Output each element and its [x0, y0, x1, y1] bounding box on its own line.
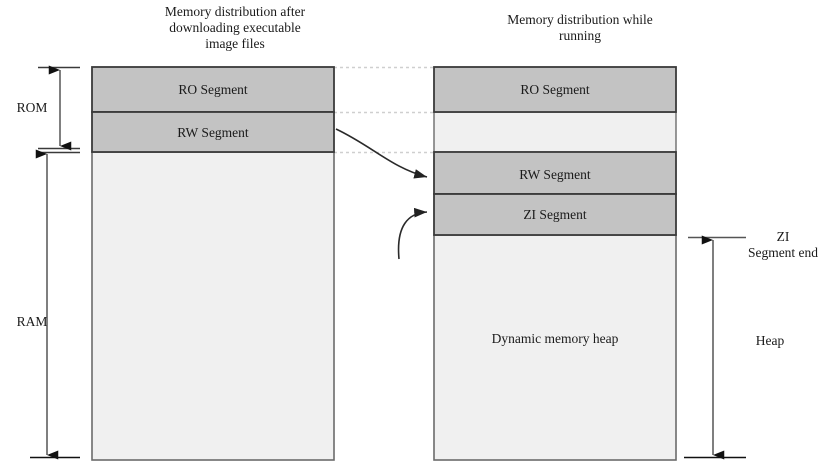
right-ro-segment	[433, 66, 677, 113]
downloaded-image-map	[91, 66, 335, 461]
right-zi-segment-label: ZI Segment	[523, 207, 587, 222]
left-ro-segment	[91, 66, 335, 113]
alignment-dotted-lines	[334, 66, 434, 154]
zi-segment-end-label: ZI Segment end	[747, 229, 819, 260]
rom-measure	[38, 65, 80, 151]
runtime-memory-map	[433, 66, 677, 461]
right-rw-segment	[433, 151, 677, 195]
rw-relocation-arrow	[335, 128, 428, 179]
right-heap-region	[433, 234, 677, 461]
heap-measure-label: Heap	[755, 333, 785, 348]
right-rw-segment-label: RW Segment	[519, 167, 591, 182]
left-column-caption: Memory distribution after downloading ex…	[164, 4, 306, 51]
right-heap-label: Dynamic memory heap	[491, 331, 619, 346]
left-empty-region	[91, 151, 335, 461]
left-rw-segment	[91, 111, 335, 153]
right-zi-segment	[433, 193, 677, 236]
right-column-caption: Memory distribution while running	[507, 12, 653, 43]
left-ro-segment-label: RO Segment	[178, 82, 248, 97]
zi-creation-arrow	[397, 207, 428, 260]
right-ro-segment-label: RO Segment	[520, 82, 590, 97]
ram-measure-label: RAM	[16, 314, 48, 329]
ram-measure	[30, 149, 80, 460]
heap-measure	[684, 235, 746, 460]
rom-measure-label: ROM	[16, 100, 48, 115]
left-rw-segment-label: RW Segment	[177, 125, 249, 140]
right-gap-region	[433, 111, 677, 153]
